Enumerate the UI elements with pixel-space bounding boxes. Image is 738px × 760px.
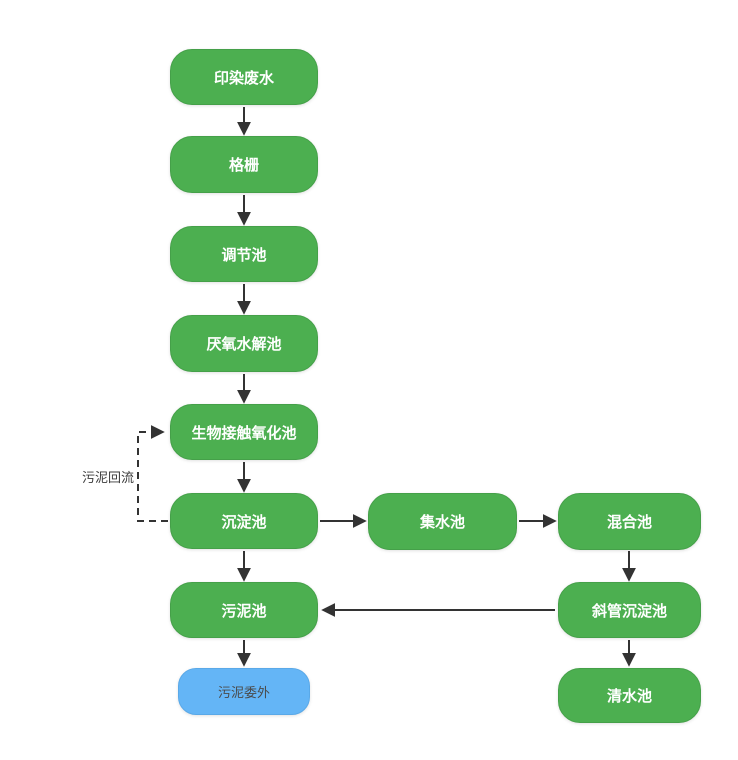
dashed-arrow-sludge-return <box>137 425 168 522</box>
node-shengwu-jiechu-yanghuachi: 生物接触氧化池 <box>170 404 318 460</box>
node-tiaojiechi: 调节池 <box>170 226 318 282</box>
sludge-return-label: 污泥回流 <box>81 470 134 485</box>
node-wunichi: 污泥池 <box>170 582 318 638</box>
node-yinran-feishui: 印染废水 <box>170 49 318 105</box>
node-yanyang-shuijiechi: 厌氧水解池 <box>170 315 318 372</box>
node-hunhechi: 混合池 <box>558 493 701 550</box>
node-xieguan-chendianchi: 斜管沉淀池 <box>558 582 701 638</box>
node-wuni-weiwai: 污泥委外 <box>178 668 310 715</box>
node-qingshuichi: 清水池 <box>558 668 701 723</box>
node-chendianchi: 沉淀池 <box>170 493 318 549</box>
node-jishuichi: 集水池 <box>368 493 517 550</box>
node-geshan: 格栅 <box>170 136 318 193</box>
